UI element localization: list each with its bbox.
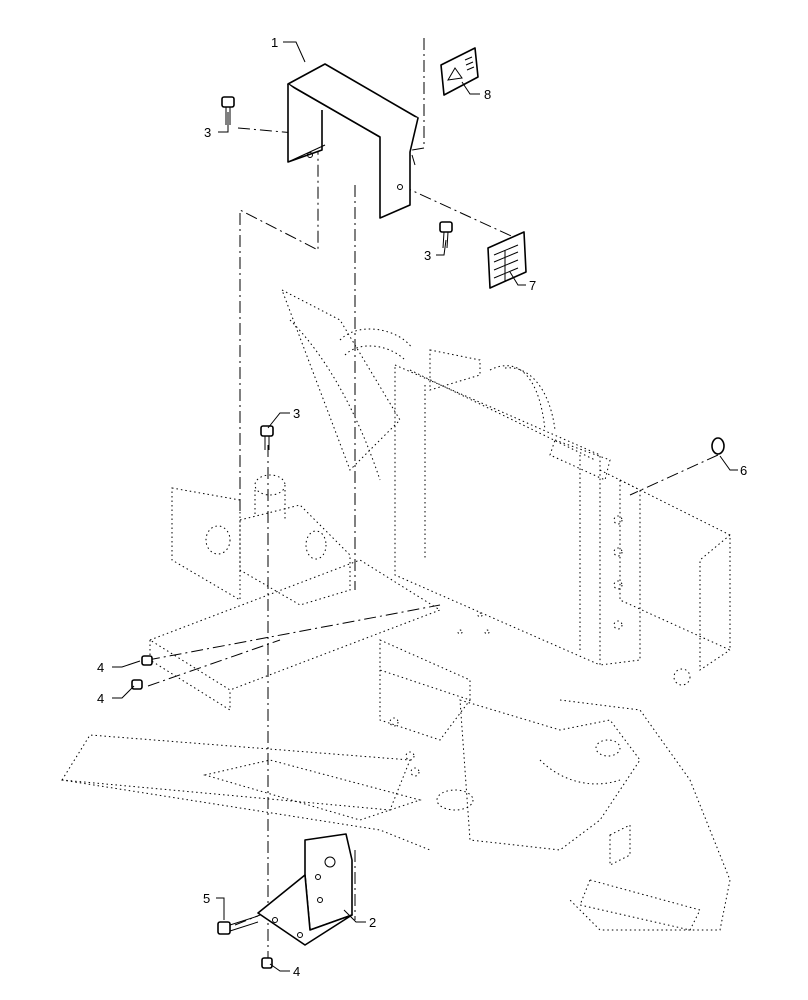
callout-3-lower: 3	[293, 406, 300, 421]
bolt-5	[217, 915, 259, 935]
callout-1: 1	[271, 35, 278, 50]
callout-3-middle: 3	[424, 248, 431, 263]
callout-labels: 1 8 3 3 7 3 6 4 4 5 2 4	[97, 35, 747, 979]
callout-3-top: 3	[204, 125, 211, 140]
callout-2: 2	[369, 915, 376, 930]
callout-6: 6	[740, 463, 747, 478]
machine-frame-dotted	[61, 288, 731, 931]
washer-6	[711, 437, 725, 455]
callout-8: 8	[484, 87, 491, 102]
mounting-bracket-part-2	[257, 833, 353, 946]
callout-leaders	[112, 41, 738, 972]
callout-7: 7	[529, 278, 536, 293]
nut-4-middle	[131, 679, 143, 690]
callout-4-lower: 4	[293, 964, 300, 979]
bolt-3-lower	[260, 425, 274, 450]
bolt-3-top	[221, 96, 235, 125]
assembly-lines	[147, 38, 719, 968]
nut-4-upper	[141, 655, 153, 666]
bolt-3-middle	[439, 221, 453, 249]
callout-5: 5	[203, 891, 210, 906]
callout-4-middle: 4	[97, 691, 104, 706]
decal-part-7	[487, 231, 527, 289]
decal-part-8	[440, 47, 479, 96]
callout-4-upper: 4	[97, 660, 104, 675]
cover-bracket-part-1	[287, 63, 419, 219]
nut-4-lower	[261, 957, 273, 969]
